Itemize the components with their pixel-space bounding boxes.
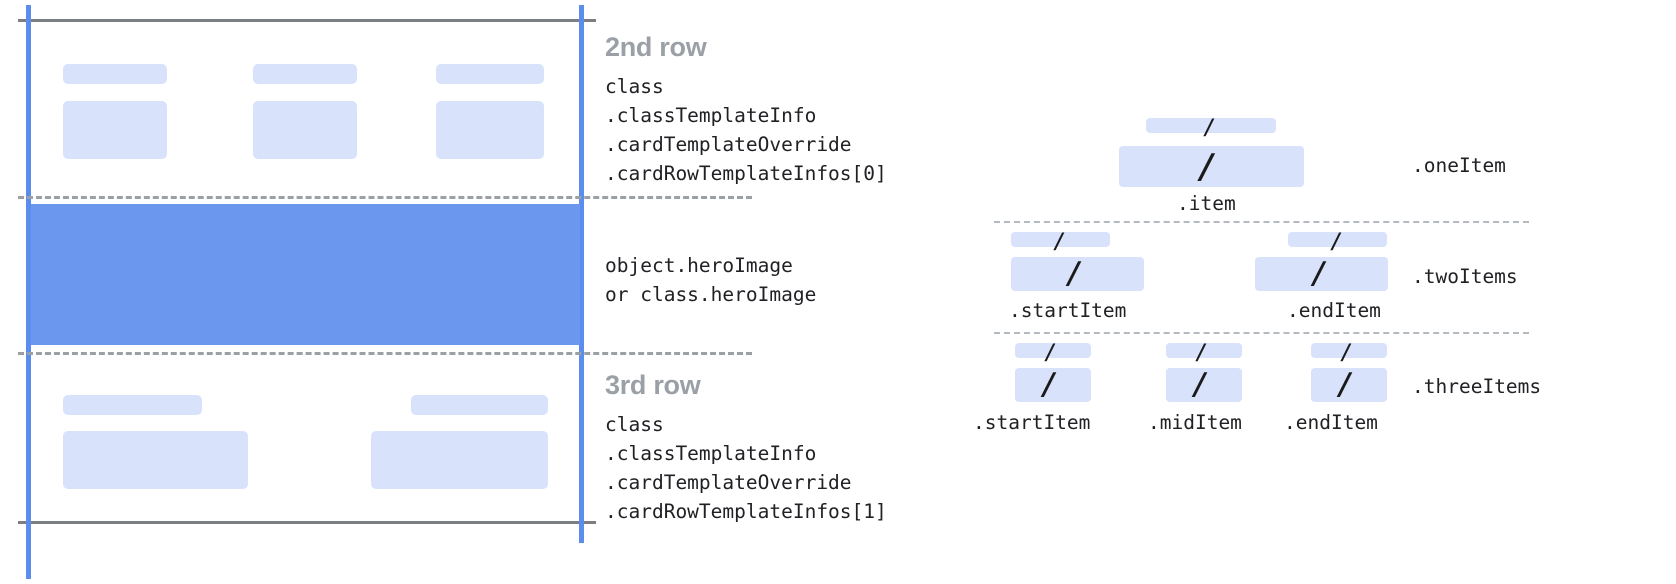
- one-item-value-bar: [1119, 146, 1304, 187]
- three-items-end-value-slash-glyph: /: [1339, 367, 1350, 402]
- two-items-start-label-slash-glyph: /: [1055, 228, 1063, 253]
- third-row-value-placeholder-1: [63, 431, 248, 489]
- one-item-label-slash-glyph: /: [1205, 114, 1213, 139]
- third-row-label-placeholder-1: [63, 395, 202, 415]
- two-items-group-label: .twoItems: [1412, 265, 1518, 288]
- second-row-code: class .classTemplateInfo .cardTemplateOv…: [605, 75, 887, 185]
- card-left-guide: [26, 5, 31, 579]
- two-items-end-value-bar: [1255, 257, 1388, 291]
- second-row-label-placeholder-2: [253, 64, 357, 84]
- two-three-separator: [994, 332, 1529, 334]
- three-items-start-label-bar: [1015, 343, 1091, 358]
- three-items-end-caption: .endItem: [1284, 411, 1378, 434]
- three-items-start-caption: .startItem: [973, 411, 1091, 434]
- three-items-start-value-slash-glyph: /: [1043, 367, 1054, 402]
- three-items-start-label-slash-glyph: /: [1046, 339, 1054, 364]
- two-items-end-caption: .endItem: [1287, 299, 1381, 322]
- third-row-value-placeholder-2: [371, 431, 548, 489]
- second-row-value-placeholder-1: [63, 101, 167, 159]
- two-items-start-label-bar: [1011, 232, 1110, 247]
- card-bottom-rule: [18, 521, 596, 524]
- three-items-end-label-slash-glyph: /: [1342, 339, 1350, 364]
- card-right-guide: [579, 5, 584, 543]
- two-items-end-label-slash-glyph: /: [1332, 228, 1340, 253]
- three-items-end-label-bar: [1311, 343, 1387, 358]
- three-items-mid-caption: .midItem: [1148, 411, 1242, 434]
- three-items-end-value-bar: [1311, 368, 1387, 402]
- hero-row-code: object.heroImage or class.heroImage: [605, 254, 817, 306]
- second-row-value-placeholder-2: [253, 101, 357, 159]
- separator-below-hero: [18, 352, 752, 355]
- three-items-start-value-bar: [1015, 368, 1091, 402]
- second-row-value-placeholder-3: [436, 101, 544, 159]
- hero-image-block: [31, 204, 580, 345]
- third-row-label-placeholder-2: [411, 395, 548, 415]
- two-items-start-value-slash-glyph: /: [1068, 256, 1079, 291]
- three-items-group-label: .threeItems: [1412, 375, 1542, 398]
- three-items-mid-label-slash-glyph: /: [1197, 339, 1205, 364]
- three-items-mid-value-bar: [1166, 368, 1242, 402]
- separator-above-hero: [18, 196, 752, 199]
- two-items-end-value-slash-glyph: /: [1313, 256, 1324, 291]
- third-row-title: 3rd row: [605, 370, 701, 400]
- three-items-mid-value-slash-glyph: /: [1194, 367, 1205, 402]
- two-items-end-label-bar: [1288, 232, 1387, 247]
- card-top-rule: [18, 19, 596, 22]
- one-item-value-slash-glyph: /: [1200, 147, 1213, 187]
- two-items-start-value-bar: [1011, 257, 1144, 291]
- three-items-mid-label-bar: [1166, 343, 1242, 358]
- third-row-code: class .classTemplateInfo .cardTemplateOv…: [605, 413, 887, 523]
- one-item-caption: .item: [1177, 192, 1236, 215]
- second-row-label-placeholder-1: [63, 64, 167, 84]
- one-item-label-bar: [1146, 118, 1276, 133]
- second-row-title: 2nd row: [605, 32, 707, 62]
- one-item-group-label: .oneItem: [1412, 154, 1506, 177]
- one-two-separator: [994, 221, 1529, 223]
- second-row-label-placeholder-3: [436, 64, 544, 84]
- two-items-start-caption: .startItem: [1009, 299, 1127, 322]
